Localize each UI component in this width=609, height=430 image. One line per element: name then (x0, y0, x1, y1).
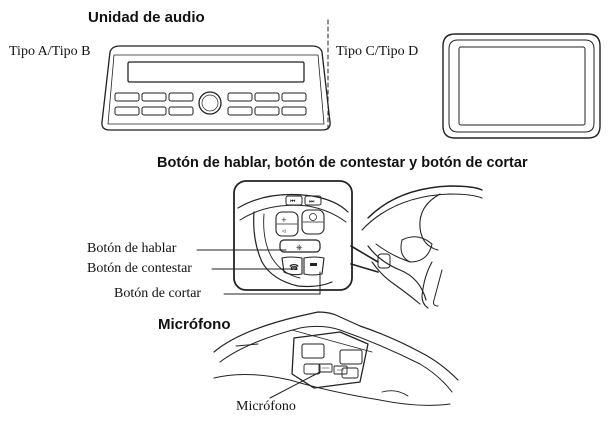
talk-icon: ⎈ (296, 243, 303, 252)
audio-unit-type-cd (443, 34, 600, 138)
map-lamp-right (340, 350, 362, 364)
steering-wheel (362, 186, 482, 308)
phone-icon: ☎ (289, 263, 299, 272)
map-lamp-left (302, 344, 324, 358)
closeup-callout-lines (351, 246, 378, 272)
overhead-console (214, 312, 458, 405)
volume-icon: + (281, 216, 287, 224)
previous-track-icon: ⏮ (290, 198, 296, 205)
svg-text:◃: ◃ (282, 227, 286, 235)
steering-closeup: ⏮ ⏭ + ◃ ⎈ ☎ (234, 181, 352, 290)
hang-up-icon (310, 263, 317, 266)
audio-preset-buttons (115, 93, 306, 115)
audio-unit-type-ab (102, 46, 330, 130)
next-track-icon: ⏭ (309, 198, 315, 205)
voice-icon (310, 214, 317, 221)
